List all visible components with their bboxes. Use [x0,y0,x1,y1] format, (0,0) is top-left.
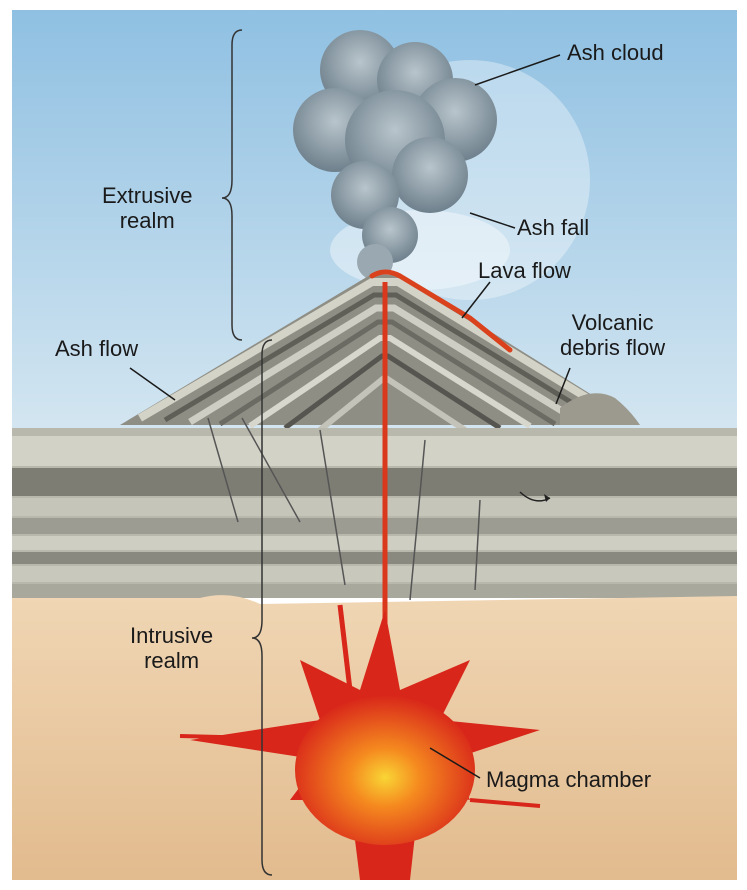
label-volcanic-debris-flow-line2: debris flow [560,335,666,361]
label-extrusive-realm: Extrusive realm [102,183,192,234]
label-volcanic-debris-flow-line1: Volcanic [571,310,654,335]
label-extrusive-realm-line1: Extrusive [102,183,193,208]
label-magma-chamber: Magma chamber [486,767,652,792]
label-lava-flow: Lava flow [478,258,571,283]
lava-flow-leader [461,281,491,319]
label-ash-fall: Ash fall [517,215,590,240]
leader-lines [129,54,571,779]
ash-cloud-leader [474,54,561,86]
label-intrusive-realm-line1: Intrusive [130,623,214,648]
strata-block [12,417,737,601]
ash-cloud-shape [293,30,497,280]
magma-chamber-shape [179,604,541,880]
intrusive-brace [251,339,273,876]
label-ash-flow: Ash flow [55,336,139,361]
ash-flow-leader [129,367,176,401]
magma-chamber-leader [429,747,481,779]
label-volcanic-debris-flow: Volcanic debris flow [560,310,665,361]
label-intrusive-realm-line2: realm [144,648,200,674]
label-intrusive-realm: Intrusive realm [130,623,213,674]
debris-flow-leader [555,367,571,405]
extrusive-brace [221,29,243,341]
label-extrusive-realm-line2: realm [119,208,175,234]
ash-fall-leader [469,212,516,229]
label-ash-cloud: Ash cloud [567,40,664,65]
